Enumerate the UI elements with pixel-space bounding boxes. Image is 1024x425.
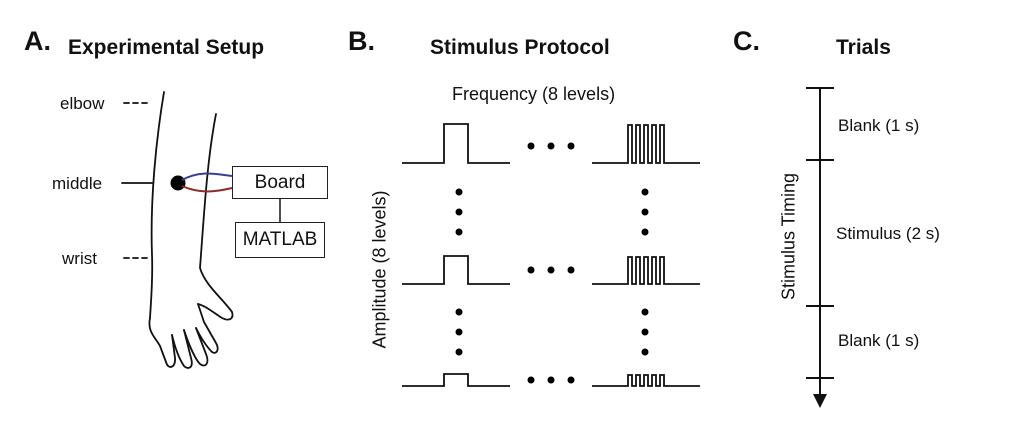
- segment-blank-last: Blank (1 s): [838, 331, 920, 350]
- segment-stimulus: Stimulus (2 s): [836, 224, 940, 243]
- pulse-high-freq-low-amp: [592, 374, 700, 387]
- finger-4: [195, 303, 219, 354]
- panel-c-letter: C.: [733, 26, 760, 56]
- stimulus-timing-label: Stimulus Timing: [778, 172, 799, 301]
- electrode-dot: [170, 175, 186, 191]
- arm-left-contour: [149, 91, 165, 319]
- finger-3: [183, 327, 209, 367]
- timeline-arrow-head: [813, 394, 827, 408]
- panel-b-letter: B.: [348, 26, 375, 56]
- elbow-label: elbow: [60, 94, 105, 113]
- finger-2: [171, 329, 193, 369]
- hand-palm-left: [148, 317, 167, 363]
- wrist-label: wrist: [62, 249, 97, 268]
- wire-blue: [181, 172, 233, 181]
- wire-red: [181, 185, 233, 193]
- pulse-high-freq-mid-amp: [592, 256, 700, 285]
- panel-b-title: Stimulus Protocol: [430, 36, 610, 59]
- panel-a-letter: A.: [24, 26, 51, 56]
- panel-c-title: Trials: [836, 36, 891, 59]
- amplitude-label: Amplitude (8 levels): [369, 190, 390, 349]
- pulse-low-freq-mid-amp: [402, 255, 510, 285]
- pulse-low-freq-low-amp: [402, 373, 510, 387]
- ellipsis-dots: [455, 142, 649, 384]
- thumb-contour: [197, 303, 234, 321]
- arm-right-contour: [199, 113, 233, 313]
- board-box: Board: [232, 166, 328, 199]
- matlab-box: MATLAB: [235, 222, 325, 258]
- finger-1: [165, 334, 176, 368]
- middle-label: middle: [52, 174, 103, 193]
- segment-blank-first: Blank (1 s): [838, 116, 920, 135]
- frequency-label: Frequency (8 levels): [452, 84, 616, 104]
- pulse-high-freq-high-amp: [592, 124, 700, 164]
- pulse-low-freq-high-amp: [402, 123, 510, 164]
- panel-a-title: Experimental Setup: [68, 36, 265, 59]
